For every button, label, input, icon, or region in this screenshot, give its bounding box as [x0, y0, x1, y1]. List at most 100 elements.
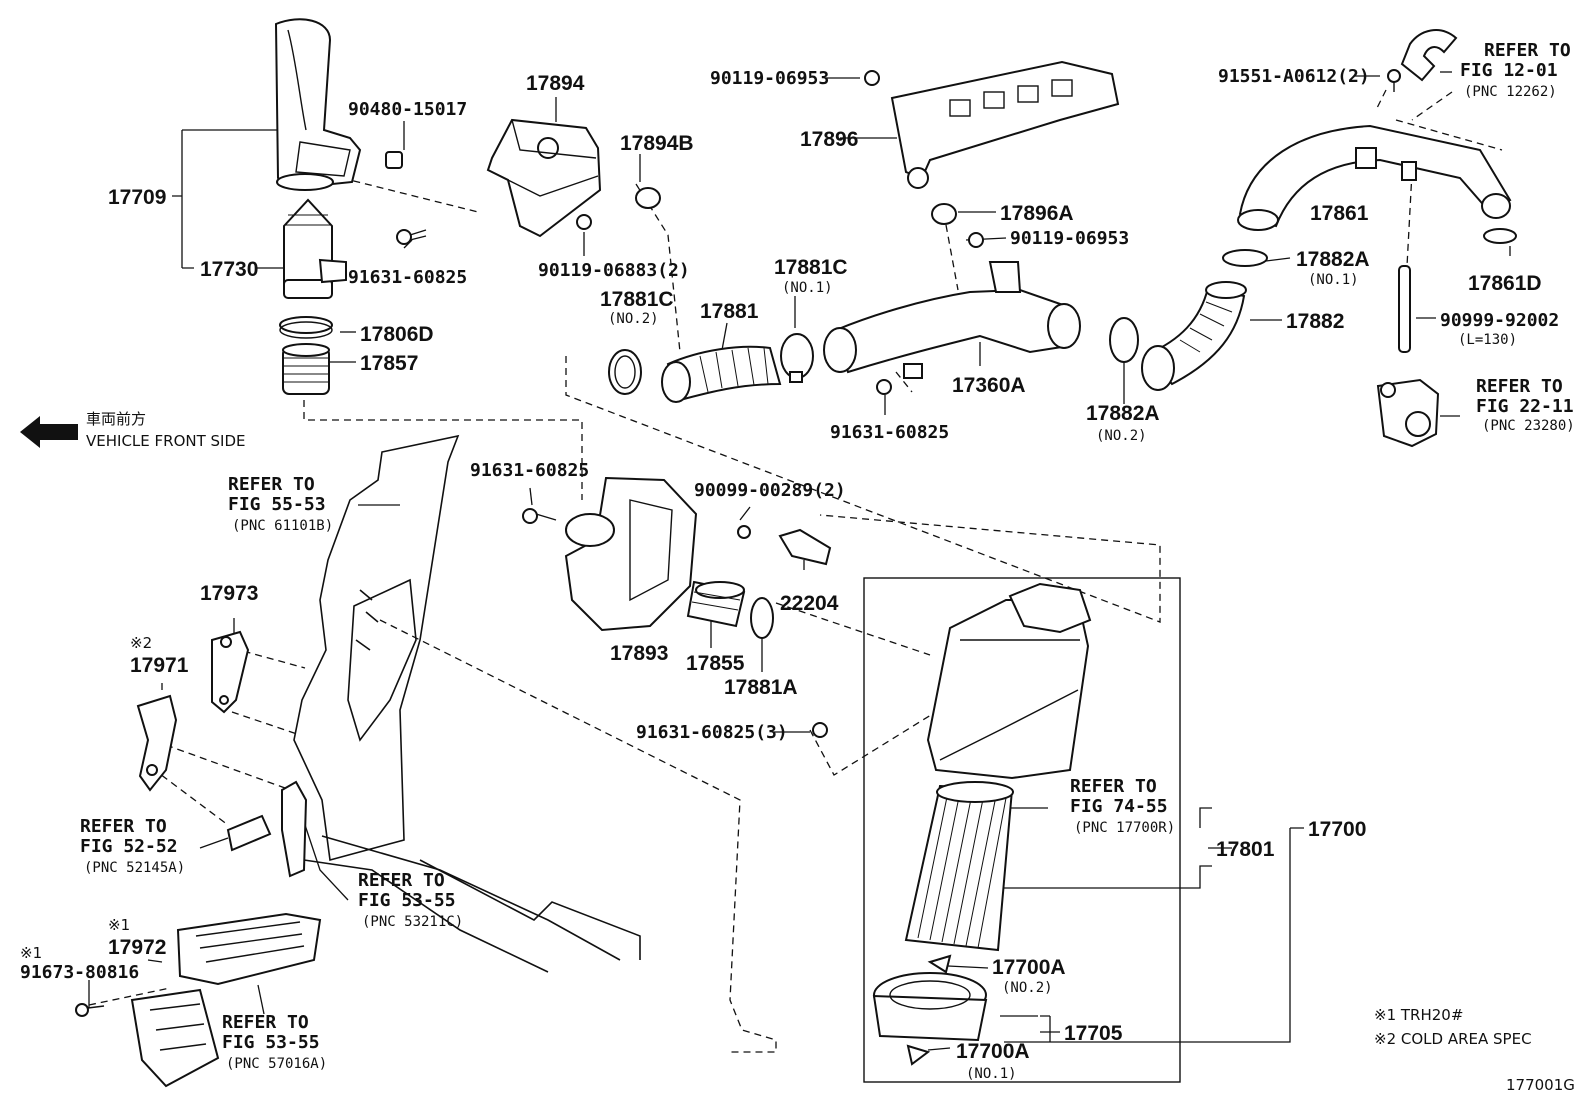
svg-text:REFER TO: REFER TO	[80, 816, 167, 837]
svg-text:(PNC 53211C): (PNC 53211C)	[362, 914, 463, 930]
label-17709: 17709	[108, 186, 166, 209]
part-22204-sensor[interactable]	[778, 528, 832, 566]
bolt-91631-c[interactable]	[522, 508, 557, 524]
label-17896: 17896	[800, 128, 858, 151]
dashed-routing-lines	[88, 89, 1503, 1053]
bolt-91673[interactable]	[75, 1003, 105, 1017]
part-fig2211-sensor[interactable]	[1376, 378, 1440, 448]
part-17881C-no1-clamp[interactable]	[780, 333, 814, 383]
label-91673-mark: ※1	[20, 944, 42, 962]
part-17971-bracket[interactable]	[136, 694, 178, 792]
vehicle-front-arrow-icon	[20, 416, 78, 448]
svg-text:(PNC 12262): (PNC 12262)	[1464, 84, 1557, 100]
label-17801: 17801	[1216, 838, 1275, 861]
label-17705: 17705	[1064, 1022, 1123, 1045]
bolt-91551[interactable]	[1387, 69, 1401, 92]
part-17861D-clamp[interactable]	[1483, 228, 1517, 244]
part-17700A-no1-clip[interactable]	[906, 1044, 931, 1066]
part-fig1201-hose[interactable]	[1400, 29, 1458, 82]
refer-fig-53-55-b: REFER TO FIG 53-55 (PNC 57016A)	[222, 1012, 327, 1072]
refer-fig-52-52: REFER TO FIG 52-52 (PNC 52145A)	[80, 816, 185, 876]
part-17857-hose[interactable]	[282, 343, 330, 395]
label-17973: 17973	[200, 582, 258, 605]
part-17881C-no2-clamp[interactable]	[608, 349, 642, 395]
label-17882A-no1: 17882A	[1296, 248, 1370, 271]
part-17896-manifold[interactable]	[890, 60, 1120, 189]
annotations: 車両前方 VEHICLE FRONT SIDE ※1 TRH20# ※2 COL…	[86, 410, 1575, 1094]
label-17881C-no2-sub: (NO.2)	[608, 311, 659, 327]
part-fig5355b-guard[interactable]	[130, 988, 220, 1088]
label-17971-mark: ※2	[130, 634, 152, 652]
part-17882A-no1-clamp[interactable]	[1222, 249, 1268, 267]
label-90480-15017: 90480-15017	[348, 99, 467, 120]
part-labels: 17709 17730 90480-15017 91631-60825 1780…	[20, 66, 1559, 1082]
label-91631-60825-b: 91631-60825	[830, 422, 949, 443]
bolt-91631-b[interactable]	[876, 379, 892, 395]
bolt-90480[interactable]	[385, 151, 403, 169]
label-17894B: 17894B	[620, 132, 694, 155]
label-90999-92002-sub: (L=130)	[1458, 332, 1517, 348]
label-17806D: 17806D	[360, 323, 434, 346]
refer-fig-53-55-a: REFER TO FIG 53-55 (PNC 53211C)	[358, 870, 463, 930]
part-17700A-no2-clip[interactable]	[927, 954, 952, 974]
label-90119-06883: 90119-06883(2)	[538, 260, 690, 281]
part-90999-tube[interactable]	[1398, 265, 1411, 353]
label-17972-mark: ※1	[108, 916, 130, 934]
part-fig5252-bracket[interactable]	[226, 814, 272, 852]
part-17709-duct[interactable]	[274, 18, 362, 191]
label-17855: 17855	[686, 652, 745, 675]
part-17861-duct[interactable]	[1237, 124, 1512, 231]
part-17881-hose[interactable]	[661, 345, 782, 403]
part-17882-hose[interactable]	[1141, 281, 1247, 391]
bolt-90119-06953-mid[interactable]	[968, 232, 984, 248]
refer-fig-55-53: REFER TO FIG 55-53 (PNC 61101B)	[228, 474, 333, 534]
svg-text:(PNC 17700R): (PNC 17700R)	[1074, 820, 1175, 836]
svg-text:FIG 12-01: FIG 12-01	[1460, 60, 1558, 81]
label-90119-06953-top: 90119-06953	[710, 68, 829, 89]
note-1: ※1 TRH20#	[1374, 1006, 1463, 1024]
label-17861D: 17861D	[1468, 272, 1542, 295]
label-90099-00289: 90099-00289(2)	[694, 480, 846, 501]
part-17894-inlet[interactable]	[486, 118, 602, 238]
part-17896A-clamp[interactable]	[931, 203, 957, 225]
part-17806D-clamp[interactable]	[279, 316, 333, 339]
part-17855-hose[interactable]	[686, 580, 746, 628]
label-17700A-no2: 17700A	[992, 956, 1066, 979]
part-17705-cap[interactable]	[872, 972, 988, 1042]
label-91631-60825-c: 91631-60825	[470, 460, 589, 481]
part-17360A-pipe[interactable]	[823, 261, 1081, 379]
bolt-90099[interactable]	[737, 525, 751, 539]
part-17973-bracket[interactable]	[211, 630, 250, 714]
label-91631-60825-3: 91631-60825(3)	[636, 722, 788, 743]
svg-text:FIG 53-55: FIG 53-55	[222, 1032, 320, 1053]
svg-text:FIG 55-53: FIG 55-53	[228, 494, 326, 515]
label-17700A-no2-sub: (NO.2)	[1002, 980, 1053, 996]
body-panel-outline	[293, 434, 641, 973]
bolt-90119-06953-top[interactable]	[864, 70, 880, 86]
svg-text:(PNC 52145A): (PNC 52145A)	[84, 860, 185, 876]
refer-to-labels: REFER TO FIG 12-01 (PNC 12262) REFER TO …	[80, 40, 1575, 1072]
label-17882A-no1-sub: (NO.1)	[1308, 272, 1359, 288]
bolt-91631-d[interactable]	[812, 722, 828, 738]
part-17894B-clip[interactable]	[635, 187, 661, 209]
part-17881A-clamp[interactable]	[750, 597, 774, 639]
part-17893-inlet[interactable]	[564, 476, 698, 632]
part-17730-resonator[interactable]	[283, 198, 347, 299]
label-17882A-no2: 17882A	[1086, 402, 1160, 425]
label-17882A-no2-sub: (NO.2)	[1096, 428, 1147, 444]
part-17882A-no2-clamp[interactable]	[1109, 317, 1139, 363]
bolt-91631-a[interactable]	[396, 229, 427, 245]
label-17857: 17857	[360, 352, 418, 375]
label-17881C-no1-sub: (NO.1)	[782, 280, 833, 296]
label-91673-80816: 91673-80816	[20, 962, 139, 983]
part-17801-filter[interactable]	[904, 781, 1014, 952]
figure-id: 177001G	[1506, 1076, 1575, 1094]
label-90119-06953-mid: 90119-06953	[1010, 228, 1129, 249]
bolt-90119-06883[interactable]	[576, 214, 592, 230]
label-17360A: 17360A	[952, 374, 1026, 397]
part-fig5355a-panel[interactable]	[281, 780, 308, 878]
label-17700A-no1-sub: (NO.1)	[966, 1066, 1017, 1082]
part-17972-duct[interactable]	[176, 912, 322, 986]
part-17700-housing[interactable]	[926, 582, 1092, 780]
